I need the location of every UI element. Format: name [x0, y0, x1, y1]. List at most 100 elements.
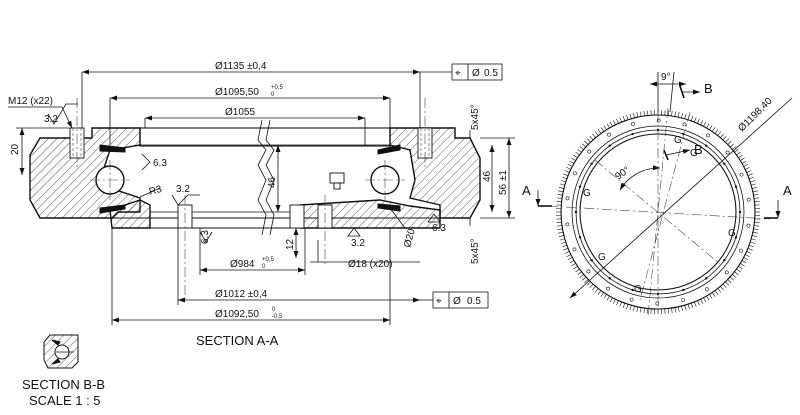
- g-label: G: [634, 284, 642, 295]
- dim-1135: Ø1135 ±0,4: [215, 61, 267, 72]
- seal-bottom-right: [377, 203, 401, 212]
- break-line: [265, 119, 275, 236]
- gear-tooth: [690, 303, 694, 308]
- gear-tooth: [559, 183, 565, 186]
- gear-tooth: [589, 283, 594, 289]
- gear-tooth: [566, 254, 571, 257]
- gear-tooth: [616, 118, 619, 124]
- gear-tooth: [754, 225, 760, 227]
- plan-centerline-b: [647, 107, 669, 317]
- gear-tooth: [740, 157, 745, 161]
- gear-tooth: [639, 111, 642, 117]
- gear-tooth: [697, 300, 700, 306]
- gear-tooth: [732, 146, 737, 150]
- gear-tooth: [559, 238, 565, 241]
- angle-ref-line: [669, 71, 675, 113]
- dim-984: Ø984: [230, 259, 255, 270]
- gear-tooth: [714, 290, 719, 295]
- bolt-hole: [682, 122, 687, 127]
- gear-tooth: [579, 274, 584, 278]
- gear-tooth: [671, 110, 673, 116]
- label-b-top: B: [704, 81, 713, 96]
- gear-tooth: [677, 306, 680, 312]
- gear-tooth: [722, 135, 727, 141]
- inner-bolt-hole: [608, 277, 612, 280]
- position-symbol: ⌖: [455, 68, 461, 79]
- gear-tooth: [594, 131, 599, 136]
- gear-tooth: [557, 228, 563, 231]
- cutting-arrow-b-mid: [665, 148, 691, 156]
- gear-tooth: [722, 283, 727, 289]
- gear-tooth: [674, 307, 677, 313]
- angle-9: 9°: [661, 72, 671, 83]
- roughness-value: 6.3: [432, 223, 446, 234]
- inner-bolt-hole: [574, 210, 578, 214]
- gear-tooth: [594, 288, 599, 293]
- gear-tooth: [558, 190, 564, 193]
- inner-bolt-hole: [734, 185, 738, 188]
- gear-tooth: [709, 125, 713, 130]
- dim-1095-tol-lower: 0: [271, 92, 275, 98]
- gear-tooth: [571, 157, 576, 161]
- gear-tooth: [560, 241, 566, 244]
- gear-tooth: [743, 163, 749, 167]
- gear-tooth: [687, 304, 690, 310]
- gear-tooth: [575, 268, 580, 273]
- gear-tooth: [636, 306, 639, 312]
- inner-bolt-hole: [704, 144, 708, 147]
- gear-tooth: [562, 176, 567, 180]
- gear-tooth: [749, 176, 754, 180]
- dim-46-right: 46: [482, 170, 493, 182]
- gear-tooth: [667, 110, 669, 116]
- section-bb-scale: SCALE 1 : 5: [29, 393, 101, 408]
- bolt-hole: [724, 270, 729, 275]
- gear-tooth: [556, 201, 562, 203]
- label-a-right: A: [783, 183, 792, 198]
- gear-tooth: [647, 110, 649, 116]
- dim-1092-tol-lower: -0,5: [272, 314, 283, 320]
- gear-tooth: [616, 300, 619, 306]
- gear-teeth: [556, 110, 760, 314]
- gear-tooth: [629, 305, 632, 311]
- gear-tooth: [727, 279, 732, 284]
- leader-line: [389, 207, 406, 229]
- gear-tooth: [562, 244, 567, 248]
- bolt-hole: [705, 287, 709, 292]
- g-label: G: [598, 252, 606, 263]
- roughness-symbol: 3.2: [171, 184, 200, 206]
- gear-tooth: [589, 135, 594, 141]
- plan-centerline-diag: [594, 159, 721, 265]
- gear-tooth: [738, 265, 743, 270]
- break-line: [257, 119, 267, 236]
- gear-tooth: [738, 154, 743, 159]
- gear-tooth: [581, 276, 587, 281]
- bolt-hole: [565, 196, 570, 201]
- gear-tooth: [584, 279, 589, 284]
- gear-tooth: [563, 173, 569, 176]
- gear-tooth: [569, 260, 575, 264]
- g-label: G: [728, 228, 736, 239]
- seal-bottom-left: [99, 204, 126, 214]
- dim-984-tol-upper: +0,5: [262, 257, 275, 263]
- gear-tooth: [609, 297, 613, 303]
- gear-tooth: [703, 121, 707, 127]
- gear-tooth: [736, 268, 741, 273]
- gear-tooth: [566, 167, 571, 170]
- through-hole-mid: [289, 204, 305, 229]
- gear-tooth: [556, 225, 562, 227]
- gear-tooth: [751, 238, 757, 241]
- gear-tooth: [754, 221, 760, 223]
- gear-tooth: [619, 301, 622, 307]
- gear-tooth: [736, 151, 741, 156]
- gear-tooth: [681, 112, 683, 118]
- inner-bolt-hole: [578, 185, 582, 188]
- gear-tooth: [751, 183, 757, 186]
- gear-tooth: [586, 138, 591, 143]
- gear-tooth: [606, 123, 610, 129]
- gear-tooth: [558, 235, 564, 237]
- gear-tooth: [556, 221, 562, 223]
- gear-tooth: [622, 303, 626, 308]
- gear-tooth: [706, 123, 710, 129]
- angle-arc-90: [619, 165, 661, 191]
- label-a-left: A: [522, 183, 531, 198]
